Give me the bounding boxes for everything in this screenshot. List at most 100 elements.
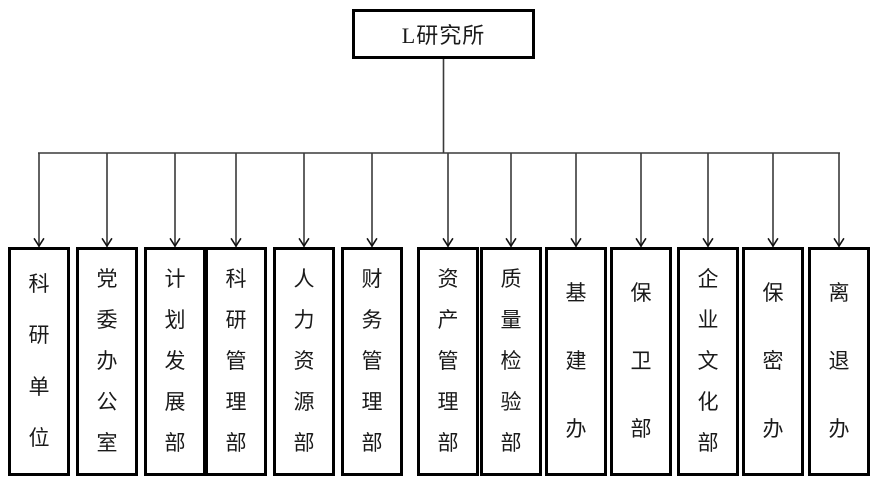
arrowhead-8 <box>505 237 513 248</box>
label-char: 研 <box>225 308 247 332</box>
arrowhead-12 <box>771 237 779 248</box>
label-char: 部 <box>225 431 247 455</box>
department-node-1[interactable]: 科研单位 <box>8 247 70 476</box>
label-char: 管 <box>225 349 247 373</box>
label-char: 部 <box>500 431 522 455</box>
department-node-3[interactable]: 计划发展部 <box>144 247 206 476</box>
label-char: 保 <box>762 280 784 305</box>
label-char: 划 <box>164 308 186 332</box>
department-node-label: 人力资源部 <box>276 259 332 464</box>
department-node-12[interactable]: 保密办 <box>742 247 804 476</box>
arrowhead-11 <box>706 237 714 248</box>
department-node-2[interactable]: 党委办公室 <box>76 247 138 476</box>
arrowhead-3 <box>173 237 181 248</box>
label-char: 验 <box>500 390 522 414</box>
label-char: 部 <box>697 431 719 455</box>
label-char: 展 <box>164 390 186 414</box>
label-char: 建 <box>565 348 587 373</box>
department-node-4[interactable]: 科研管理部 <box>205 247 267 476</box>
label-char: 企 <box>697 267 719 291</box>
label-char: 管 <box>437 349 459 373</box>
label-char: 科 <box>225 267 247 291</box>
root-node-label: L研究所 <box>401 23 486 48</box>
department-node-label: 科研单位 <box>11 259 67 464</box>
department-node-10[interactable]: 保卫部 <box>610 247 672 476</box>
department-node-label: 基建办 <box>548 259 604 464</box>
department-node-5[interactable]: 人力资源部 <box>273 247 335 476</box>
label-char: 业 <box>697 308 719 332</box>
label-char: 委 <box>96 308 118 332</box>
arrowhead-8 <box>509 237 517 248</box>
label-char: 理 <box>437 390 459 414</box>
department-node-13[interactable]: 离退办 <box>808 247 870 476</box>
label-char: 计 <box>164 267 186 291</box>
label-char: 发 <box>164 349 186 373</box>
label-char: 办 <box>565 417 587 442</box>
arrowhead-7 <box>446 237 454 248</box>
department-node-label: 保密办 <box>745 259 801 464</box>
label-char: 公 <box>96 390 118 414</box>
department-node-6[interactable]: 财务管理部 <box>341 247 403 476</box>
arrowhead-11 <box>702 237 710 248</box>
arrowhead-6 <box>366 237 374 248</box>
arrowhead-9 <box>574 237 582 248</box>
root-node-l-institute[interactable]: L研究所 <box>352 9 535 59</box>
department-node-label: 保卫部 <box>613 259 669 464</box>
arrowhead-4 <box>230 237 238 248</box>
department-node-label: 财务管理部 <box>344 259 400 464</box>
label-char: 量 <box>500 308 522 332</box>
label-char: 质 <box>500 267 522 291</box>
arrowhead-2 <box>105 237 113 248</box>
label-char: 单 <box>28 374 50 399</box>
label-char: 保 <box>630 280 652 305</box>
label-char: 部 <box>164 431 186 455</box>
department-node-11[interactable]: 企业文化部 <box>677 247 739 476</box>
label-char: 室 <box>96 431 118 455</box>
label-char: 务 <box>361 308 383 332</box>
label-char: 办 <box>828 417 850 442</box>
label-char: 资 <box>437 267 459 291</box>
label-char: 产 <box>437 308 459 332</box>
label-char: 部 <box>361 431 383 455</box>
department-node-7[interactable]: 资产管理部 <box>417 247 479 476</box>
label-char: 理 <box>361 390 383 414</box>
label-char: 资 <box>293 349 315 373</box>
label-char: 位 <box>28 425 50 450</box>
arrowhead-9 <box>570 237 578 248</box>
label-char: 部 <box>293 431 315 455</box>
department-node-label: 企业文化部 <box>680 259 736 464</box>
arrowhead-7 <box>442 237 450 248</box>
department-node-label: 计划发展部 <box>147 259 203 464</box>
arrowhead-1 <box>33 237 41 248</box>
arrowhead-5 <box>298 237 306 248</box>
label-char: 源 <box>293 390 315 414</box>
department-node-label: 科研管理部 <box>208 259 264 464</box>
department-node-8[interactable]: 质量检验部 <box>480 247 542 476</box>
department-node-label: 离退办 <box>811 259 867 464</box>
arrowhead-6 <box>370 237 378 248</box>
arrowhead-13 <box>837 237 845 248</box>
label-char: 人 <box>293 267 315 291</box>
label-char: 密 <box>762 348 784 373</box>
label-char: 检 <box>500 349 522 373</box>
label-char: 文 <box>697 349 719 373</box>
label-char: 基 <box>565 280 587 305</box>
label-char: 管 <box>361 349 383 373</box>
arrowhead-10 <box>635 237 643 248</box>
label-char: 党 <box>96 267 118 291</box>
department-node-label: 资产管理部 <box>420 259 476 464</box>
label-char: 退 <box>828 348 850 373</box>
arrowhead-13 <box>833 237 841 248</box>
arrowhead-4 <box>234 237 242 248</box>
label-char: 理 <box>225 390 247 414</box>
arrowhead-1 <box>37 237 45 248</box>
label-char: 化 <box>697 390 719 414</box>
label-char: 力 <box>293 308 315 332</box>
department-node-label: 质量检验部 <box>483 259 539 464</box>
department-node-9[interactable]: 基建办 <box>545 247 607 476</box>
label-char: 部 <box>630 417 652 442</box>
label-char: 卫 <box>630 348 652 373</box>
label-char: 研 <box>28 323 50 348</box>
label-char: 办 <box>96 349 118 373</box>
